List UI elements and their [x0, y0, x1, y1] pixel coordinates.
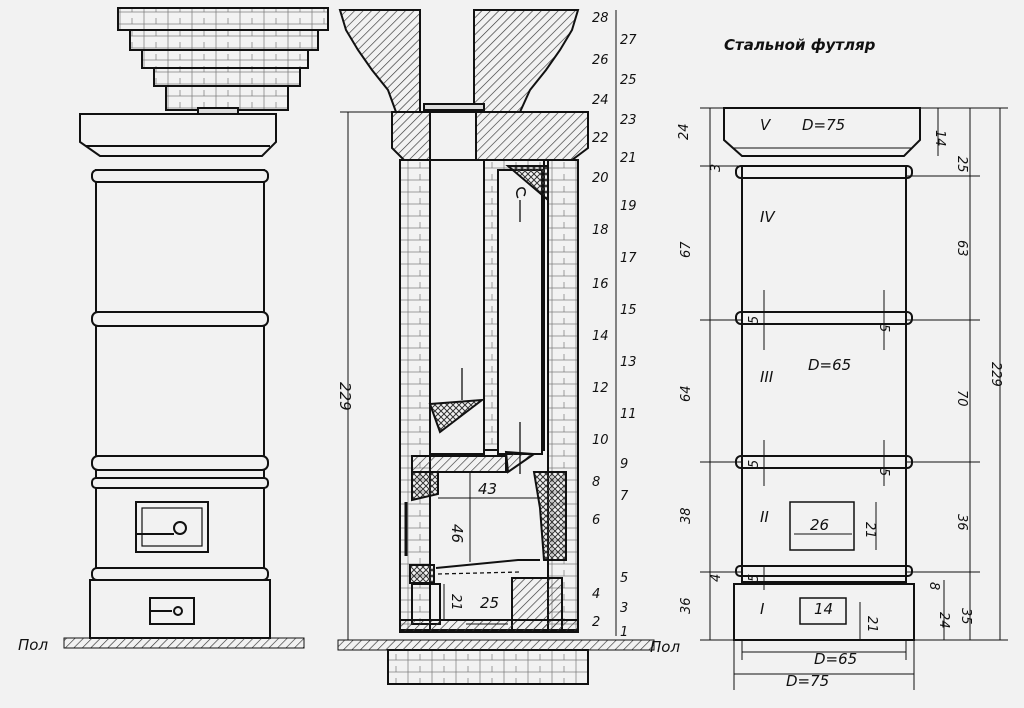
row-number: 1: [620, 625, 628, 640]
section-iii: III: [760, 368, 774, 386]
section-i: I: [760, 600, 765, 618]
row-number: 24: [592, 93, 609, 108]
diameter-mid: D=65: [808, 356, 851, 374]
row-number: 7: [620, 489, 629, 504]
section-v: V: [760, 116, 772, 134]
section-height: 229: [336, 382, 354, 411]
dim-left: 24: [677, 123, 692, 140]
stove-section: [337, 9, 655, 685]
floor-label-left: Пол: [18, 636, 48, 654]
row-number: 23: [620, 113, 637, 128]
row-number: 28: [592, 11, 609, 26]
dim-left: 67: [679, 241, 694, 258]
dim-left: 4: [709, 574, 724, 582]
row-number: 2: [592, 615, 600, 630]
ring-mark: 5: [747, 460, 762, 468]
row-number: 15: [620, 303, 637, 318]
dim-right: 63: [954, 240, 969, 257]
casing-dimensions: [700, 107, 1008, 690]
row-number: 3: [620, 601, 628, 616]
dim-left: 3: [709, 164, 724, 172]
row-number: 11: [620, 407, 637, 422]
row-number: 16: [592, 277, 609, 292]
ring-mark: 5: [876, 324, 891, 332]
row-number: 13: [620, 355, 637, 370]
casing-total-height: 229: [988, 362, 1003, 387]
section-iv: IV: [760, 208, 776, 226]
row-number: 18: [592, 223, 609, 238]
firebox-height: 46: [448, 524, 466, 543]
dim-left: 36: [679, 597, 694, 614]
stove-cap: [79, 113, 277, 157]
dim-right: 25: [954, 156, 969, 173]
firebox-width: 43: [478, 480, 497, 498]
section-dimensions: [340, 10, 617, 640]
door-height: 21: [862, 522, 877, 539]
row-number: 10: [592, 433, 609, 448]
row-number: 27: [620, 33, 637, 48]
dim-right: 8: [926, 582, 941, 590]
casing-title: Стальной футляр: [724, 36, 876, 54]
door-width: 26: [810, 516, 829, 534]
ash-door-width: 14: [814, 600, 833, 618]
row-number: 8: [592, 475, 600, 490]
ring-mark: 5: [876, 468, 891, 476]
section-ii: II: [760, 508, 769, 526]
steel-casing: [723, 107, 921, 641]
ash-door-height: 21: [864, 616, 879, 633]
dim-left: 38: [679, 507, 694, 524]
row-number: 14: [592, 329, 609, 344]
row-number: 9: [620, 457, 628, 472]
diameter-base-inner: D=65: [814, 650, 857, 668]
diameter-base-outer: D=75: [786, 672, 829, 690]
row-number: 4: [592, 587, 600, 602]
dim-right: 36: [954, 514, 969, 531]
row-number: 25: [620, 73, 637, 88]
dim-right: 35: [958, 608, 973, 625]
ash-height: 21: [448, 594, 463, 611]
dim-left: 64: [679, 385, 694, 402]
row-number: 12: [592, 381, 609, 396]
floor-label-mid: Пол: [650, 638, 680, 656]
ring-mark: 5: [747, 316, 762, 324]
row-number: 26: [592, 53, 609, 68]
stove-body: [95, 169, 265, 581]
chimney-corbel: [117, 7, 329, 117]
row-number: 21: [620, 151, 637, 166]
row-number: 22: [592, 131, 609, 146]
row-number: 20: [592, 171, 609, 186]
ring-mark: 5: [747, 574, 762, 582]
dim-right: 70: [954, 390, 969, 407]
dim-right: 24: [936, 612, 951, 629]
row-numbers: 28 27 26 25 24 23 22 21 20 19 18 17 16 1…: [592, 11, 637, 640]
ash-width: 25: [480, 594, 499, 612]
fire-door: [135, 501, 209, 553]
ash-door: [149, 597, 195, 625]
diameter-top: D=75: [802, 116, 845, 134]
front-elevation: [63, 7, 329, 649]
row-number: 5: [620, 571, 628, 586]
row-number: 19: [620, 199, 637, 214]
dim-right: 14: [932, 130, 947, 147]
row-number: 6: [592, 513, 600, 528]
row-number: 17: [620, 251, 637, 266]
